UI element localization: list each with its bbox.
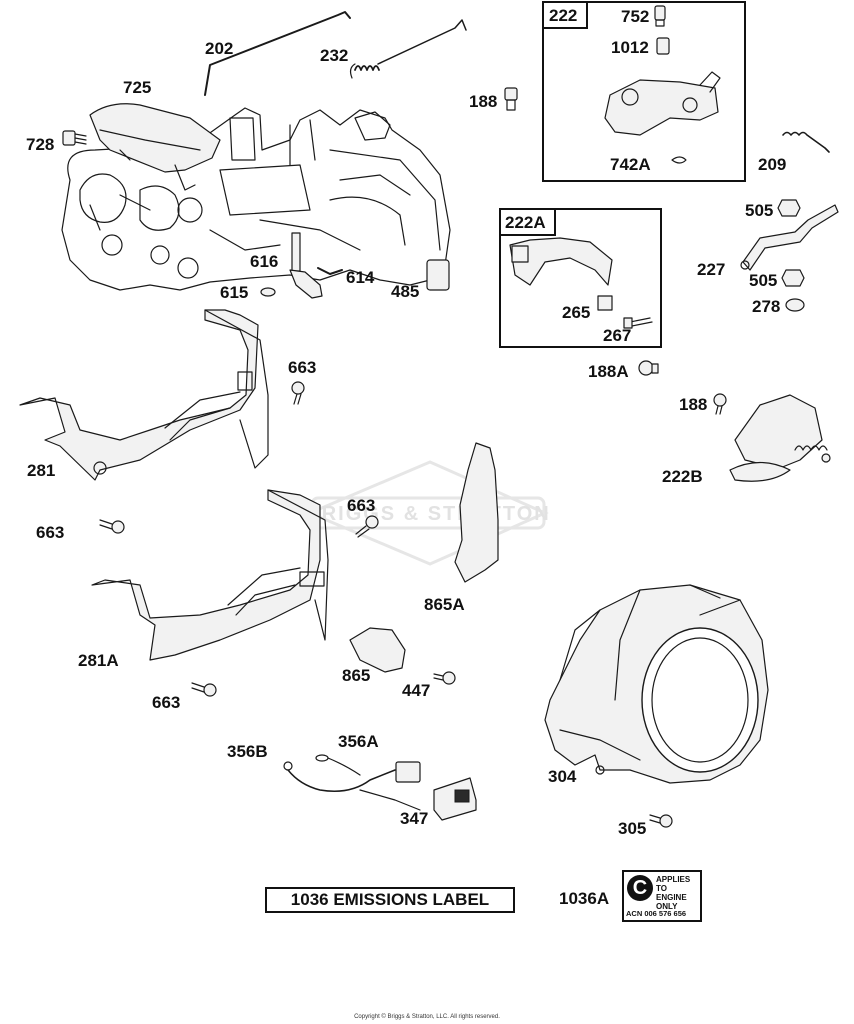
callout-356b: 356B xyxy=(227,742,268,761)
part-615-washer xyxy=(260,287,276,297)
part-663-bolt-b xyxy=(99,519,125,534)
part-188-bolt-right xyxy=(713,393,727,415)
callout-304: 304 xyxy=(548,767,577,786)
part-447-screw xyxy=(433,671,456,685)
callout-356a: 356A xyxy=(338,732,379,751)
callout-725: 725 xyxy=(123,78,151,97)
emissions-label-callout: 1036 EMISSIONS LABEL xyxy=(265,887,515,913)
callout-485: 485 xyxy=(391,282,419,301)
callout-1012: 1012 xyxy=(611,38,649,57)
part-304-blower-housing xyxy=(544,584,769,784)
callout-222b: 222B xyxy=(662,467,703,486)
part-281a-cylinder-baffle xyxy=(91,489,329,661)
callout-728: 728 xyxy=(26,135,54,154)
part-202-governor-link-rod xyxy=(204,11,351,96)
callout-232: 232 xyxy=(320,46,348,65)
callout-281a: 281A xyxy=(78,651,119,670)
callout-188-top: 188 xyxy=(469,92,497,111)
part-188-bolt-top xyxy=(504,87,518,111)
part-278-washer xyxy=(785,298,805,312)
acn-applies-text: APPLIES TO ENGINE ONLY xyxy=(656,875,691,911)
callout-188a: 188A xyxy=(588,362,629,381)
callout-447: 447 xyxy=(402,681,430,700)
engine-block-illustration xyxy=(61,107,451,291)
callout-865: 865 xyxy=(342,666,370,685)
callout-281: 281 xyxy=(27,461,55,480)
part-188a-bolt xyxy=(638,360,659,376)
callout-505-top: 505 xyxy=(745,201,773,220)
copyright-notice: Copyright © Briggs & Stratton, LLC. All … xyxy=(354,1014,500,1020)
callout-616: 616 xyxy=(250,252,278,271)
part-616-governor-shaft xyxy=(289,232,323,299)
callout-663-a: 663 xyxy=(288,358,316,377)
part-281-cylinder-baffle xyxy=(19,309,269,481)
callout-505-bottom: 505 xyxy=(749,271,777,290)
acn-compliance-badge: C APPLIES TO ENGINE ONLY ACN 006 576 656 xyxy=(622,870,702,922)
callout-1036a: 1036A xyxy=(559,889,609,908)
watermark-logo: BRIGGS & STRATTON xyxy=(305,460,550,566)
part-227-throttle-bracket xyxy=(740,204,839,271)
part-725-control-shroud xyxy=(89,103,221,191)
callout-278: 278 xyxy=(752,297,780,316)
part-232-governor-spring xyxy=(349,19,467,79)
box-label-222: 222 xyxy=(549,6,577,25)
callout-663-d: 663 xyxy=(152,693,180,712)
part-865-cover-plate xyxy=(349,627,406,673)
callout-663-b: 663 xyxy=(36,523,64,542)
part-505-nut-bottom xyxy=(781,269,805,287)
part-222b-throttle-control xyxy=(729,394,831,482)
part-305-screw xyxy=(649,814,673,828)
acn-number: ACN 006 576 656 xyxy=(626,909,687,918)
part-663-bolt-d xyxy=(191,682,217,697)
callout-614: 614 xyxy=(346,268,375,287)
c-tick-icon: C xyxy=(627,875,653,901)
callout-742a: 742A xyxy=(610,155,651,174)
part-505-nut-top xyxy=(777,199,801,217)
callout-202: 202 xyxy=(205,39,233,58)
callout-752: 752 xyxy=(621,7,649,26)
part-356-ground-wire xyxy=(283,754,421,811)
callout-663-c: 663 xyxy=(347,496,375,515)
part-865a-deflector-plate xyxy=(454,442,499,583)
part-347-stop-switch xyxy=(433,777,477,821)
box-label-222a: 222A xyxy=(505,213,546,232)
callout-615: 615 xyxy=(220,283,248,302)
callout-209: 209 xyxy=(758,155,786,174)
callout-188-right: 188 xyxy=(679,395,707,414)
kit-222-governor-assembly-box: 222 xyxy=(542,1,746,182)
callout-305: 305 xyxy=(618,819,646,838)
part-614-clip xyxy=(317,267,343,275)
callout-267: 267 xyxy=(603,326,631,345)
callout-227: 227 xyxy=(697,260,725,279)
part-485-block xyxy=(426,259,450,291)
callout-865a: 865A xyxy=(424,595,465,614)
kit-222a-bracket-box: 222A xyxy=(499,208,662,348)
watermark-text: BRIGGS & STRATTON xyxy=(305,503,550,525)
part-663-bolt-c xyxy=(355,515,379,538)
part-209-spring xyxy=(782,131,830,153)
part-728-bolt xyxy=(62,130,87,146)
part-663-bolt-a xyxy=(291,381,305,405)
callout-347: 347 xyxy=(400,809,428,828)
callout-265: 265 xyxy=(562,303,590,322)
